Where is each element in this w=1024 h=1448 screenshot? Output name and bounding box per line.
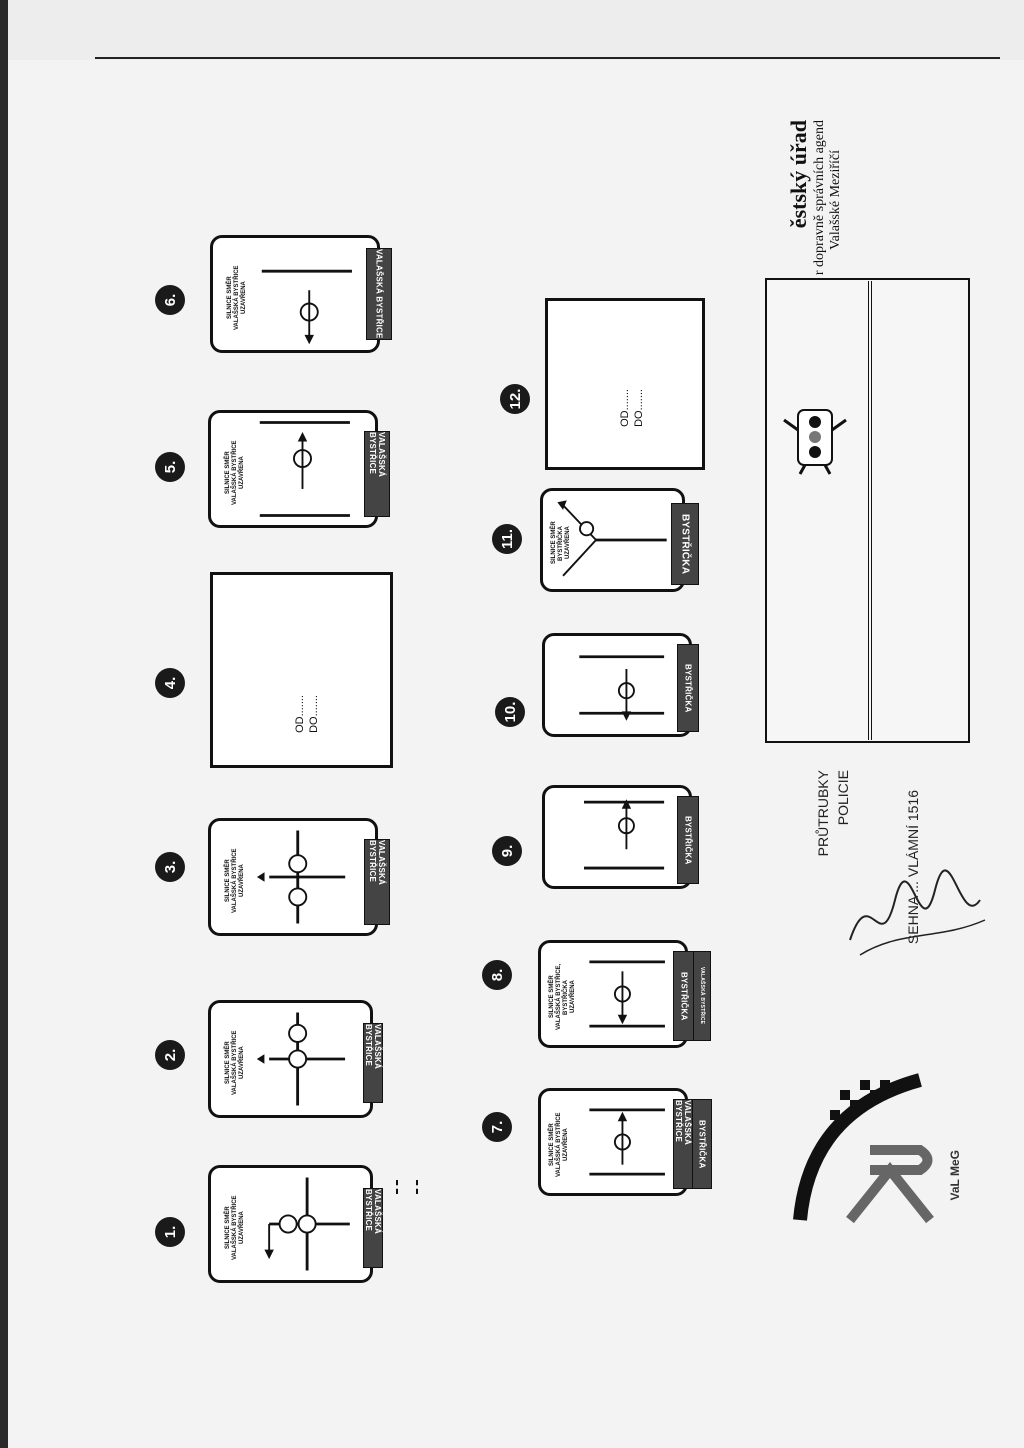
sign-10: BYSTŘIČKA: [542, 633, 699, 737]
sign-6-plate: VALAŠSKÁ BYSTŘICE: [366, 248, 392, 340]
dash: [396, 1180, 398, 1194]
sign-5-plate: VALAŠSKÁ BYSTŘICE: [364, 431, 390, 517]
sign-10-diagram: [579, 655, 665, 721]
sign-number-2: 2.: [155, 1040, 185, 1070]
office-subtitle: r dopravně správních agend: [812, 120, 827, 276]
sign-number-5: 5.: [155, 452, 185, 482]
sign-11-plate: BYSTŘIČKA: [671, 503, 699, 585]
sign-9-diagram: [584, 799, 665, 870]
approval-box-divider: [868, 281, 872, 740]
sign-7-plate: BYSTŘIČKA: [692, 1099, 712, 1189]
sign-1-diagram: [264, 1177, 350, 1271]
sign-4-blank: OD.......DO.......: [210, 572, 393, 768]
sign-11-diagram: [557, 500, 667, 577]
sign-8-plate-secondary: VALAŠSKÁ BYSTŘICE: [693, 951, 711, 1041]
sign-9: BYSTŘIČKA: [542, 785, 699, 889]
top-rule-line: [95, 57, 1000, 59]
police-stamp-line-1: PRŮTRUBKY: [815, 770, 831, 857]
page-top-edge: [0, 0, 1024, 60]
sign-9-plate: BYSTŘIČKA: [677, 796, 699, 884]
office-title: ěstský úřad: [786, 120, 811, 229]
sign-5-diagram: [259, 421, 350, 517]
sign-number-9: 9.: [492, 836, 522, 866]
sign-number-4: 4.: [155, 668, 185, 698]
sign-10-plate: BYSTŘIČKA: [677, 644, 699, 732]
sign-number-6: 6.: [155, 285, 185, 315]
sign-4-od-do: OD.......DO.......: [294, 695, 320, 733]
sign-3-diagram: [256, 830, 346, 924]
dash: [416, 1180, 418, 1194]
sign-2-diagram: [256, 1012, 346, 1106]
police-stamp-line-2: POLICIE: [835, 770, 851, 826]
sign-number-8: 8.: [482, 960, 512, 990]
sign-number-3: 3.: [155, 852, 185, 882]
sign-1-plate: VALAŠSKÁ BYSTŘICE: [363, 1188, 383, 1268]
sign-number-1: 1.: [155, 1217, 185, 1247]
approval-box: [765, 278, 970, 743]
sign-6-diagram: [261, 269, 352, 345]
sign-3-plate: VALAŠSKÁ BYSTŘICE: [364, 839, 390, 925]
sign-2-plate: VALAŠSKÁ BYSTŘICE: [363, 1023, 383, 1103]
sign-12-od-do: OD.......DO.......: [619, 389, 645, 427]
sign-8-diagram: [589, 960, 665, 1028]
sign-12-blank: OD.......DO.......: [545, 298, 705, 470]
sign-number-7: 7.: [482, 1112, 512, 1142]
office-city: Valašské Meziříčí: [828, 150, 843, 250]
sign-8-plate: BYSTŘIČKA: [673, 951, 695, 1041]
signature-scribble: [849, 869, 986, 956]
vr-logo: [793, 1073, 934, 1224]
sign-7-plate-secondary: VALAŠSKÁ BYSTŘICE: [673, 1099, 693, 1189]
scan-fold-shadow: [0, 0, 8, 1448]
sign-number-12: 12.: [500, 384, 530, 414]
sign-number-11: 11.: [492, 524, 522, 554]
sign-number-10: 10.: [495, 697, 525, 727]
footer-mark: VaL MeG: [948, 1150, 962, 1201]
sign-7-diagram: [589, 1108, 665, 1176]
traffic-light-icon: [783, 409, 847, 475]
